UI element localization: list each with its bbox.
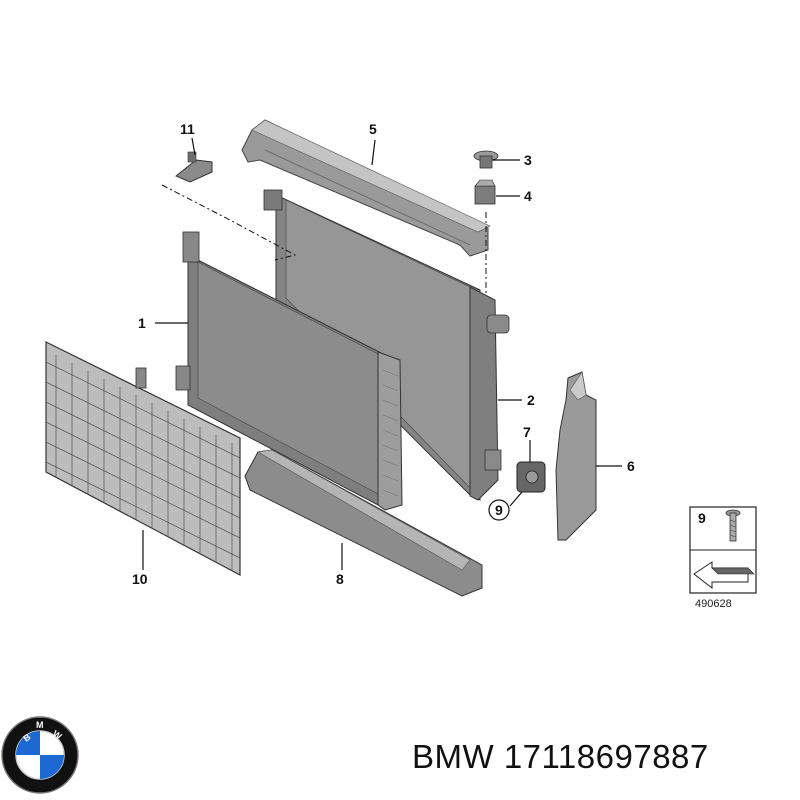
leader-9 — [509, 491, 523, 507]
legend-item-number: 9 — [698, 510, 706, 526]
callout-1: 1 — [138, 315, 146, 331]
callout-2: 2 — [527, 392, 535, 408]
bracket-part — [516, 461, 546, 493]
callout-9: 9 — [495, 502, 503, 518]
guide-lines — [161, 184, 487, 296]
legend-box: 9 — [689, 506, 757, 594]
top-cover-part — [241, 119, 491, 257]
callout-11: 11 — [180, 121, 195, 137]
callout-9-circle — [488, 499, 510, 521]
bmw-logo: B M W — [1, 716, 79, 794]
rear-radiator-part — [263, 189, 510, 501]
callout-8: 8 — [336, 571, 344, 587]
screw-icon — [725, 509, 741, 542]
reference-number: 490628 — [695, 598, 732, 610]
leader-5 — [371, 139, 376, 166]
callout-3: 3 — [524, 152, 532, 168]
callout-5: 5 — [369, 121, 377, 137]
part-number-label: BMW 17118697887 — [412, 738, 709, 775]
grille-mesh-part — [45, 341, 241, 576]
callout-6: 6 — [627, 458, 635, 474]
callout-4: 4 — [524, 188, 532, 204]
callout-7: 7 — [523, 424, 531, 440]
sensor-part — [175, 151, 213, 183]
callout-10: 10 — [132, 571, 148, 587]
leader-11 — [191, 137, 196, 156]
bushing-part — [474, 179, 496, 205]
svg-text:M: M — [36, 720, 44, 730]
bottom-deflector-part — [244, 449, 483, 597]
svg-text:B: B — [21, 731, 32, 743]
arrow-icon — [693, 561, 755, 590]
top-mount-part — [473, 150, 499, 169]
front-radiator-part — [175, 231, 403, 511]
side-duct-part — [555, 371, 597, 541]
